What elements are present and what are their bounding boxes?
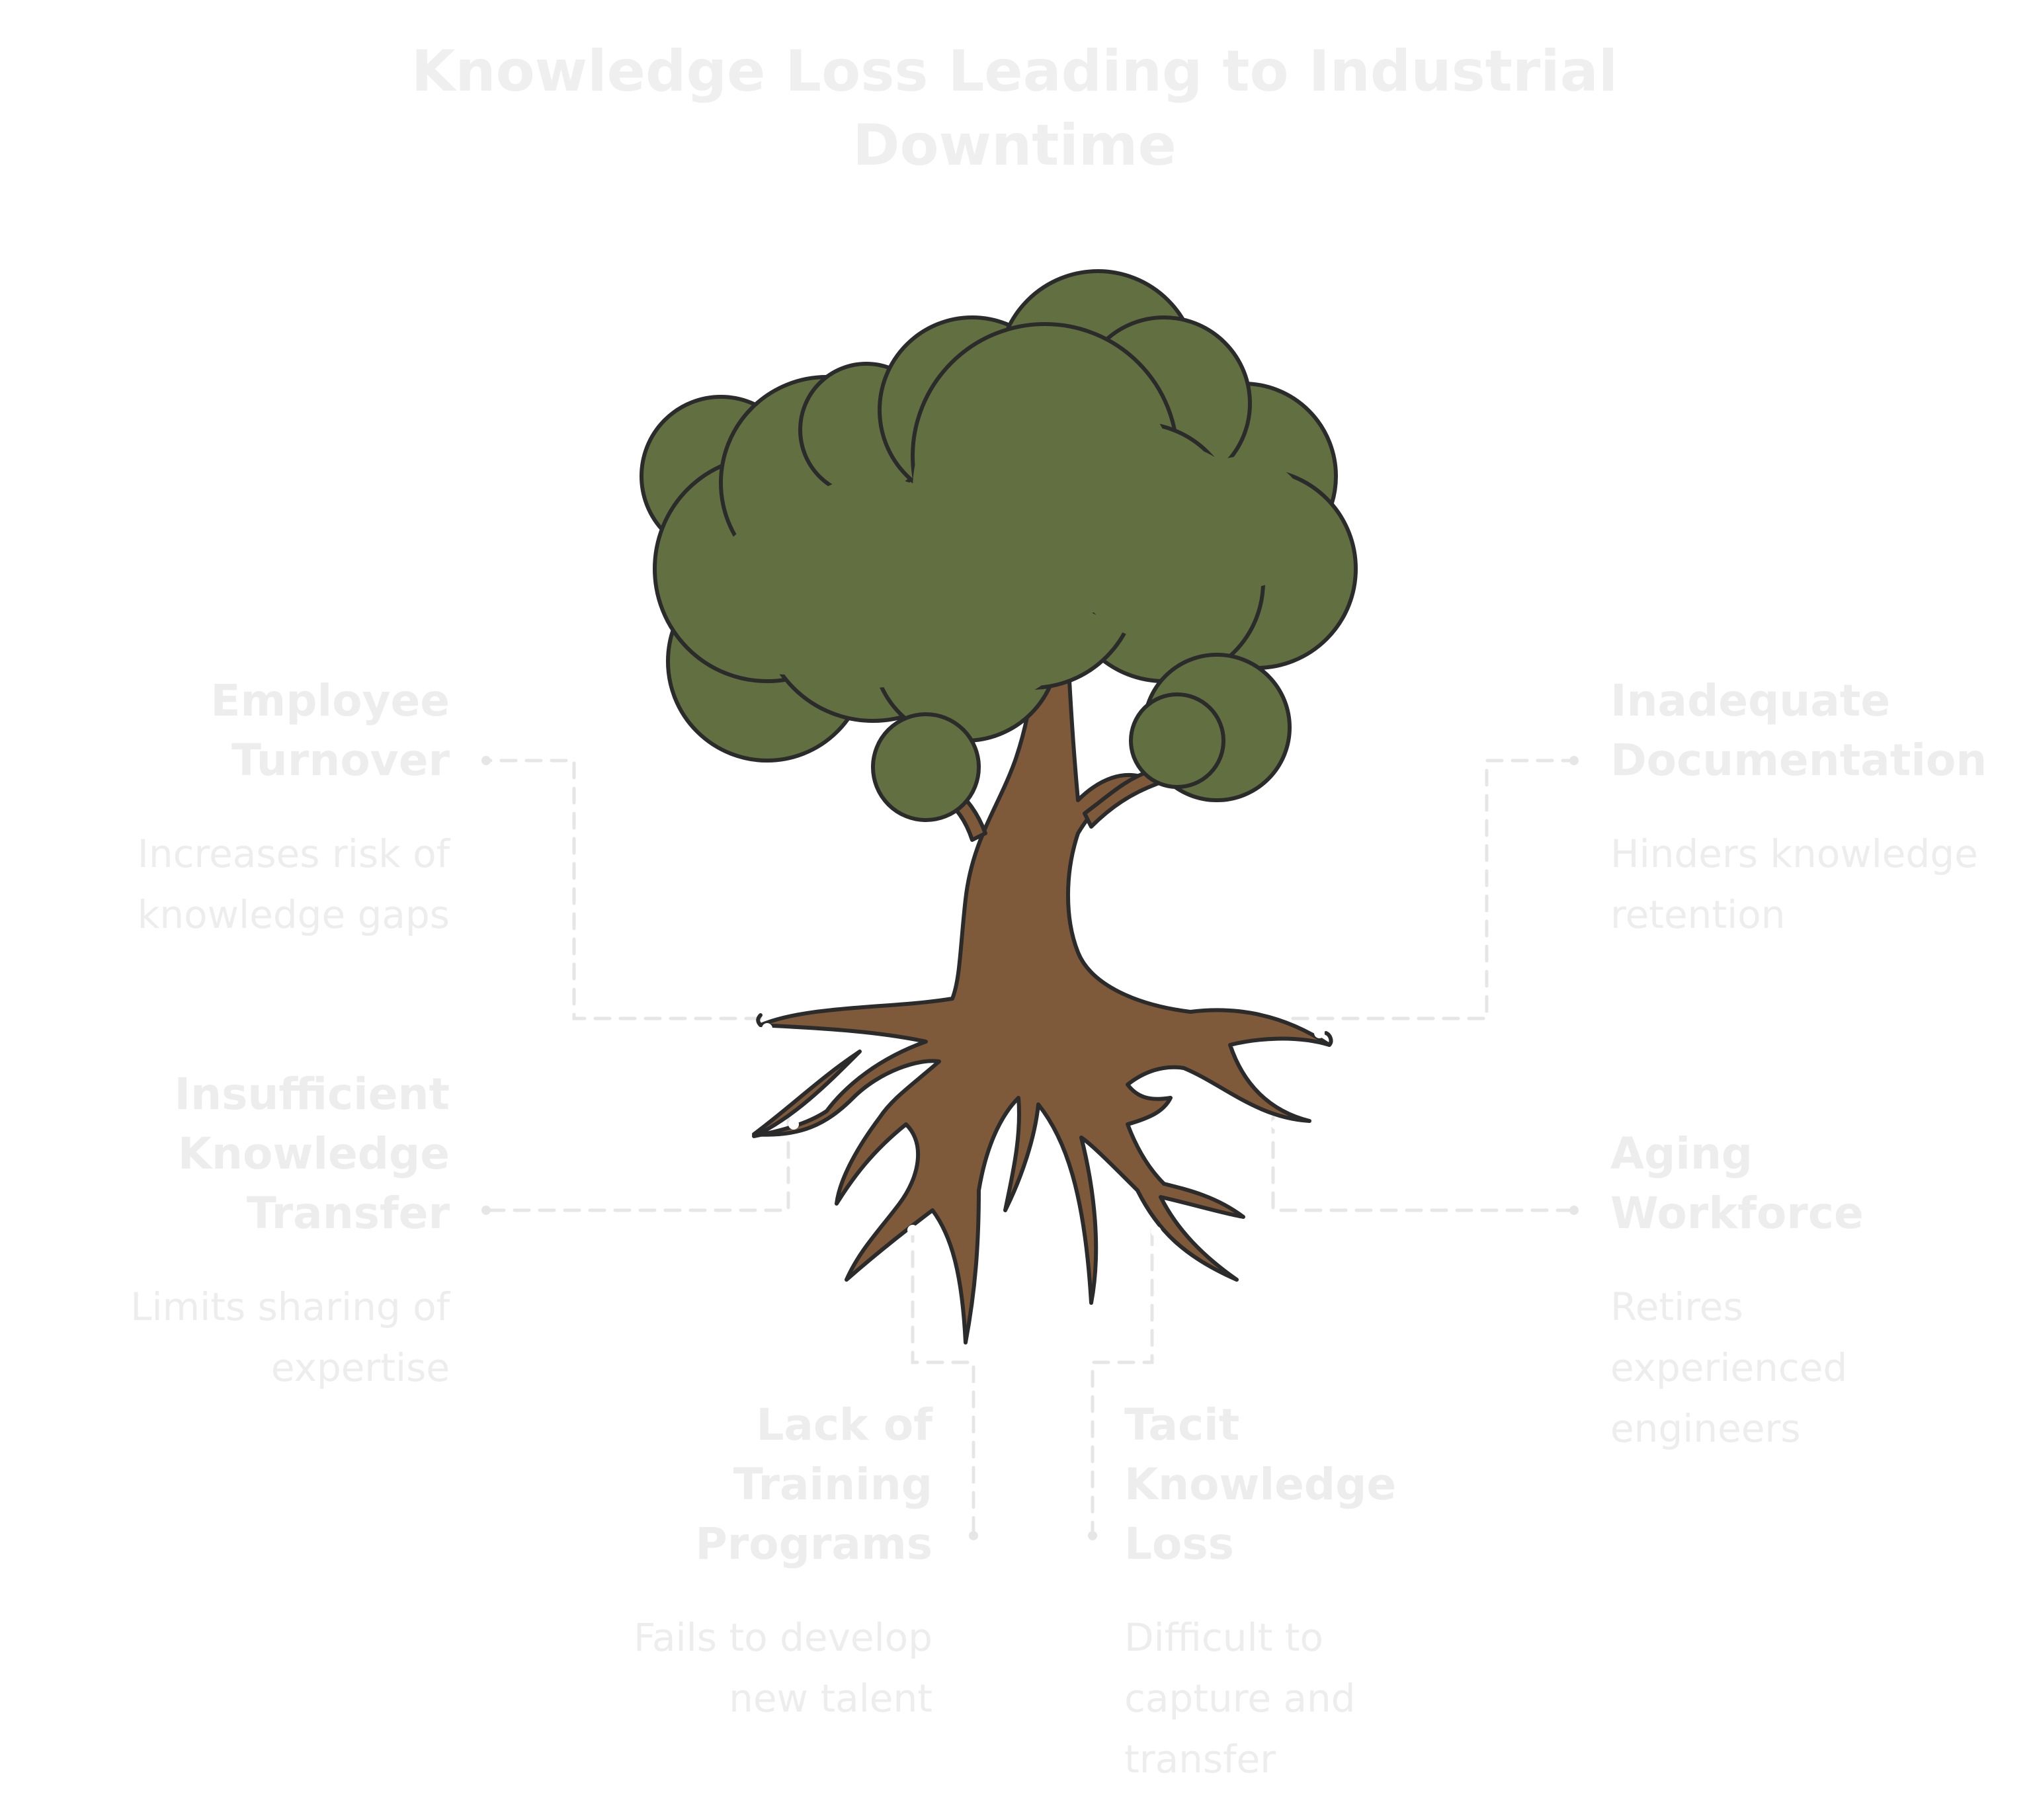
factor-employee-turnover: Employee Turnover Increases risk of know… xyxy=(26,671,450,945)
factor-inadequate-documentation: Inadequate Documentation Hinders knowled… xyxy=(1610,671,2020,945)
foliage-fill xyxy=(708,357,1309,701)
factor-title: Inadequate Documentation xyxy=(1610,675,1987,786)
factor-title: Insufficient Knowledge Transfer xyxy=(174,1069,450,1239)
connectors xyxy=(484,759,1576,1536)
factor-title: Aging Workforce xyxy=(1610,1128,1864,1239)
factor-description: Increases risk of knowledge gaps xyxy=(137,831,450,937)
factor-description: Fails to develop new talent xyxy=(633,1615,932,1721)
connector-employee-turnover xyxy=(484,759,763,1020)
connector-lack-of-training xyxy=(911,1225,975,1536)
connector-inadequate-documentation xyxy=(1291,759,1576,1020)
root-tips xyxy=(762,1023,1325,1237)
connector-aging-workforce xyxy=(1271,1116,1576,1212)
factor-aging-workforce: Aging Workforce Retires experienced engi… xyxy=(1610,1124,1967,1459)
factor-title: Tacit Knowledge Loss xyxy=(1124,1399,1397,1569)
factor-description: Hinders knowledge retention xyxy=(1610,831,1978,937)
connector-ends xyxy=(481,756,1579,1540)
factor-title: Lack of Training Programs xyxy=(695,1399,932,1569)
root-details xyxy=(756,1013,1333,1047)
factor-lack-of-training-programs: Lack of Training Programs Fails to devel… xyxy=(542,1395,932,1729)
connector-insufficient-knowledge-transfer xyxy=(484,1116,790,1212)
factor-description: Retires experienced engineers xyxy=(1610,1284,1848,1451)
factor-title: Employee Turnover xyxy=(210,675,450,786)
factor-tacit-knowledge-loss: Tacit Knowledge Loss Difficult to captur… xyxy=(1124,1395,1468,1790)
factor-description: Limits sharing of expertise xyxy=(130,1284,450,1390)
factor-description: Difficult to capture and transfer xyxy=(1124,1615,1356,1782)
diagram-title: Knowledge Loss Leading to Industrial Dow… xyxy=(411,38,1618,179)
connector-tacit-knowledge xyxy=(1091,1228,1154,1536)
factor-insufficient-knowledge-transfer: Insufficient Knowledge Transfer Limits s… xyxy=(26,1065,450,1398)
